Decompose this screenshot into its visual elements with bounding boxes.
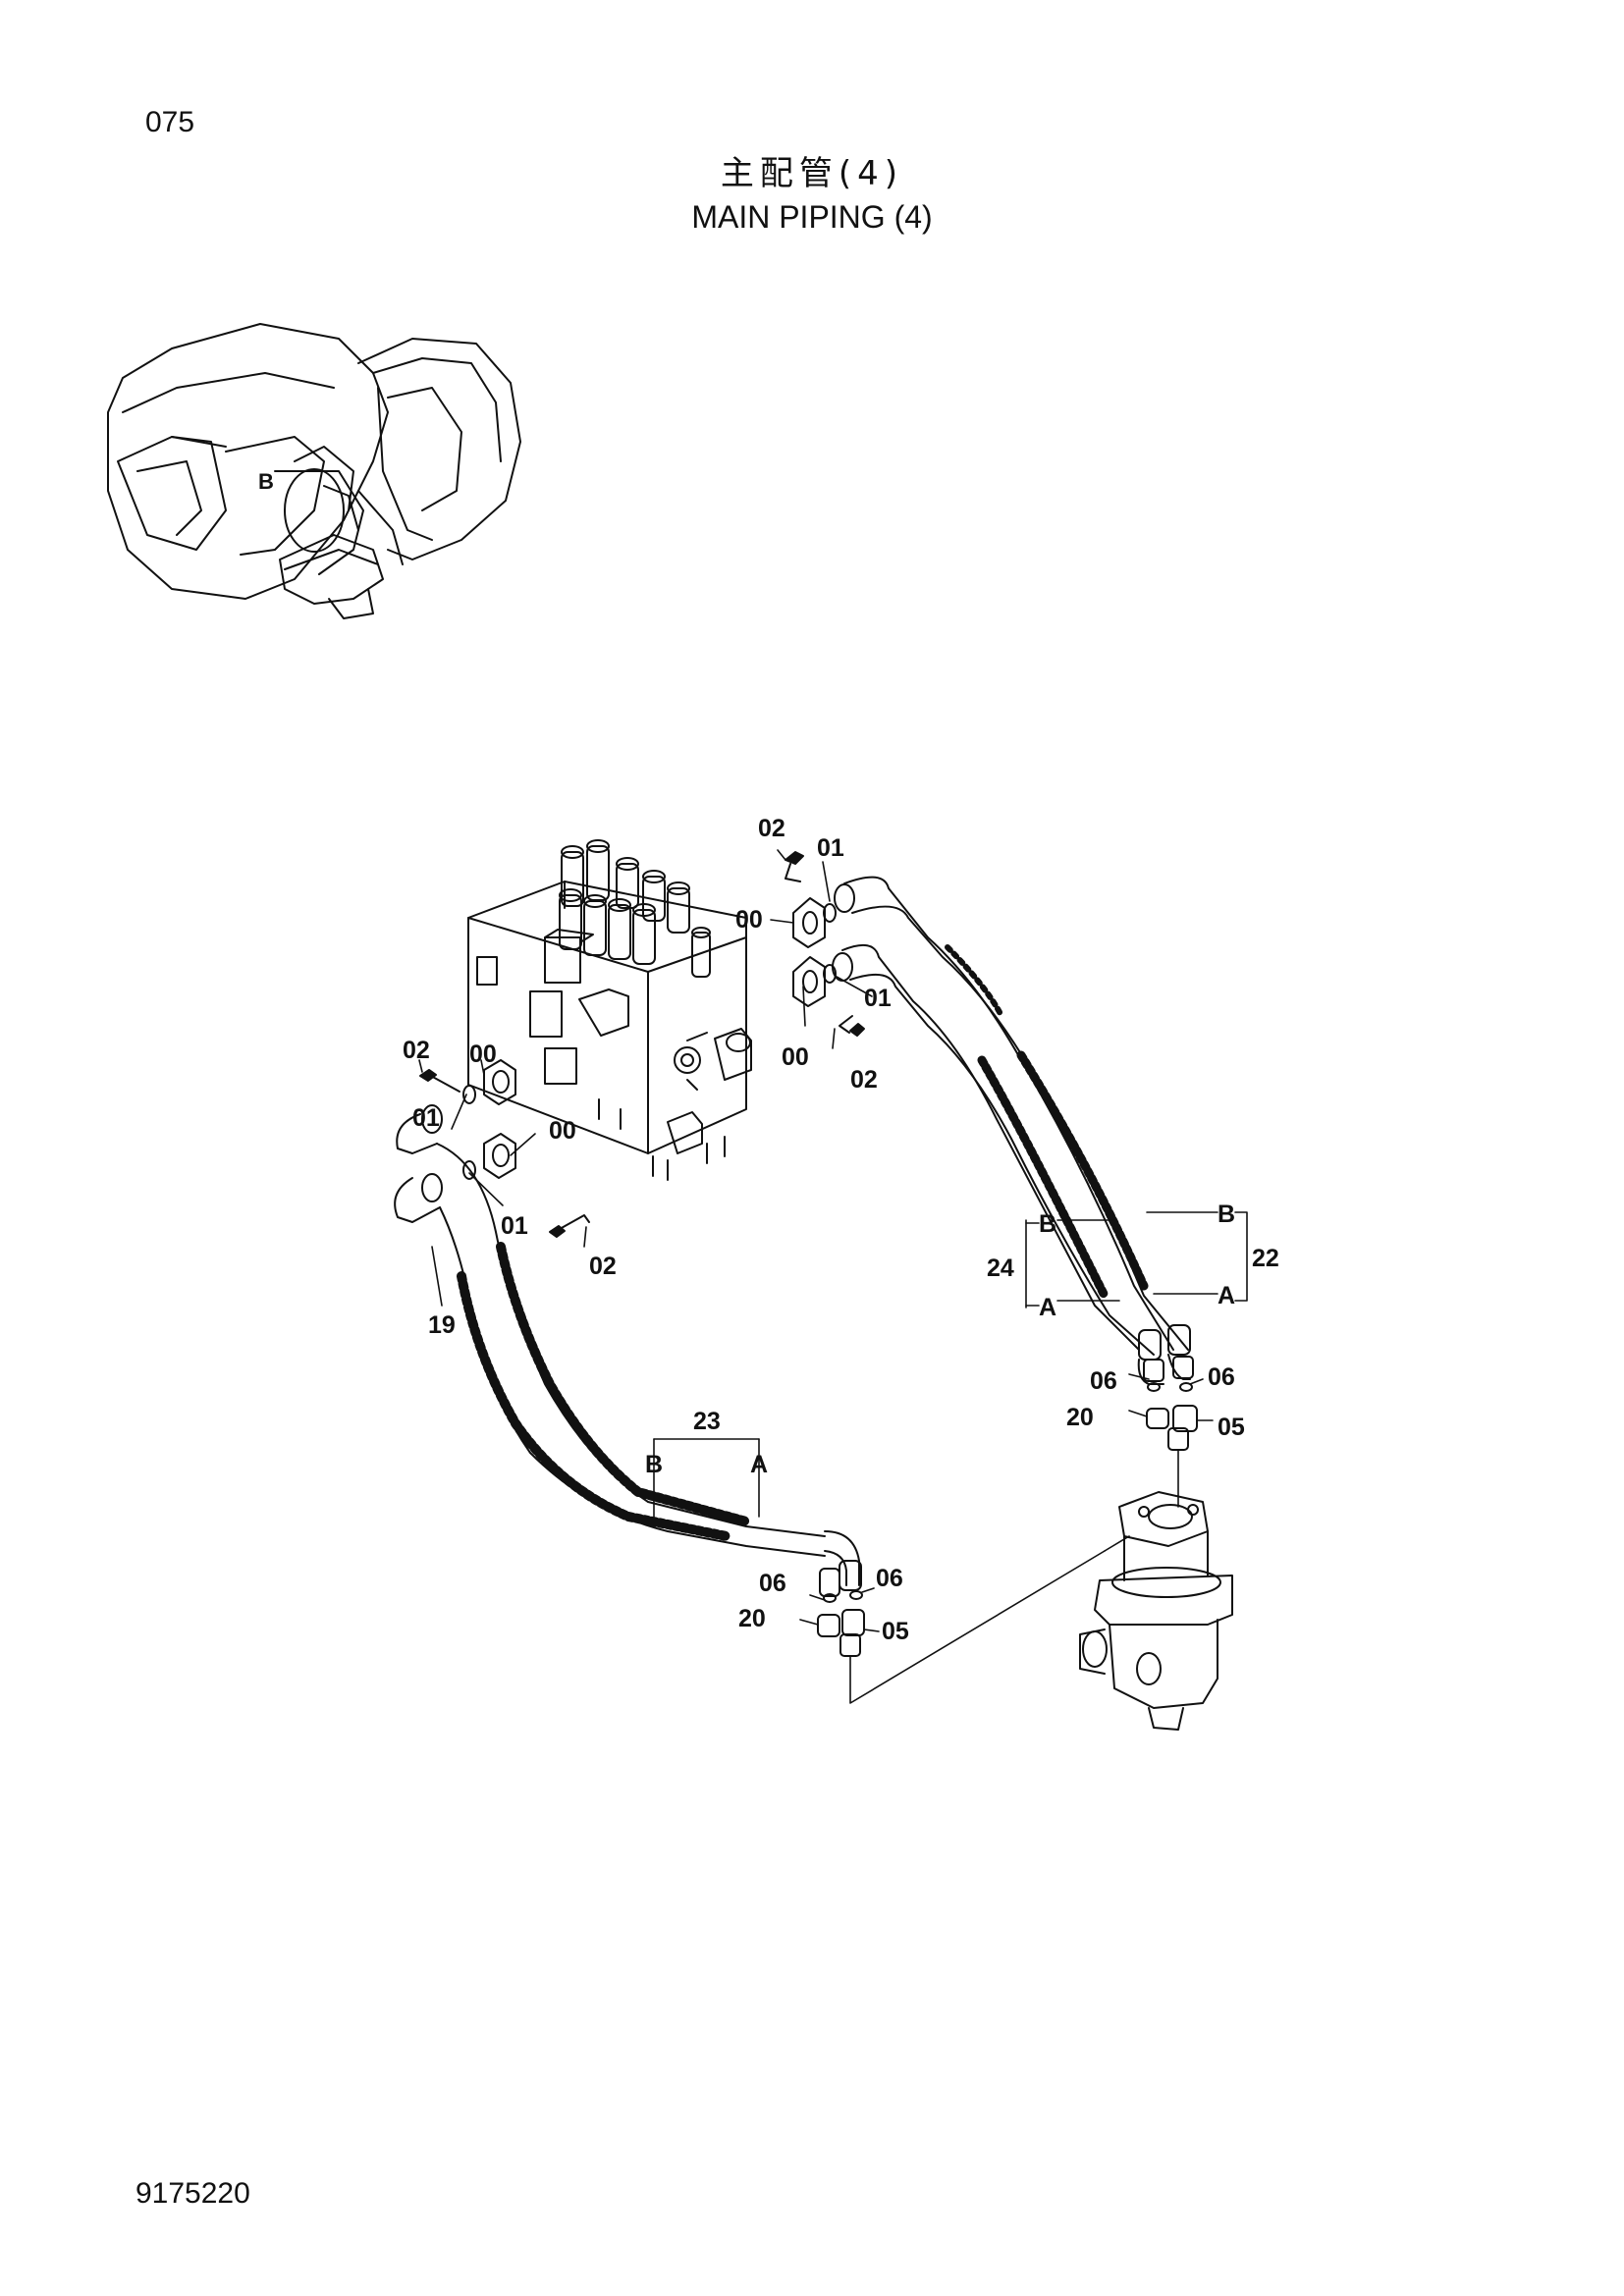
upper-right-flange-assembly [785, 851, 865, 1037]
left-flange-assembly [419, 1059, 590, 1238]
callout-23: 23 [693, 1408, 721, 1435]
callout-22-B: B [1218, 1201, 1235, 1228]
callout-05-right: 05 [1218, 1414, 1245, 1441]
callout-labels: 02 01 00 01 00 02 02 00 01 00 01 02 19 2… [403, 815, 1279, 1645]
group-brackets [653, 1211, 1248, 1518]
callout-06-bottom-1: 06 [759, 1570, 786, 1597]
document-id: 9175220 [135, 2177, 250, 2210]
page-number: 075 [145, 106, 195, 138]
callout-01-left: 01 [412, 1104, 440, 1132]
callout-24: 24 [987, 1255, 1014, 1282]
callout-05-bottom: 05 [882, 1618, 909, 1645]
excavator-thumbnail [107, 323, 521, 619]
control-valve [467, 839, 752, 1181]
callout-06-right-2: 06 [1208, 1363, 1235, 1391]
callout-02-mid: 02 [850, 1066, 878, 1094]
title-japanese: 主配管(4) [720, 154, 904, 193]
callout-00-left2: 00 [549, 1117, 576, 1145]
leader-lines [418, 849, 1214, 1704]
fittings-bottom [817, 1590, 865, 1657]
callout-00-left: 00 [469, 1041, 497, 1068]
callout-06-bottom-2: 06 [876, 1565, 903, 1592]
title-block: 主配管(4) MAIN PIPING (4) [0, 152, 1624, 239]
callout-01-mid: 01 [864, 985, 892, 1012]
thumbnail-label: B [258, 469, 274, 494]
valve-spool-caps [559, 839, 711, 978]
callout-06-right-1: 06 [1090, 1367, 1117, 1395]
callout-19: 19 [428, 1311, 456, 1339]
callout-22: 22 [1252, 1245, 1279, 1272]
callout-22-A: A [1218, 1282, 1235, 1309]
callout-24-B: B [1039, 1210, 1056, 1238]
hose-pair-right [841, 876, 1194, 1385]
callout-23-B: B [645, 1451, 663, 1478]
title-english: MAIN PIPING (4) [691, 199, 933, 235]
callout-02-left2: 02 [589, 1253, 617, 1280]
callout-02-left: 02 [403, 1037, 430, 1064]
fittings-right [1146, 1382, 1198, 1451]
callout-23-A: A [750, 1451, 768, 1478]
callout-24-A: A [1039, 1294, 1056, 1321]
callout-01-top: 01 [817, 834, 844, 862]
callout-20-right: 20 [1066, 1404, 1094, 1431]
callout-20-bottom: 20 [738, 1605, 766, 1632]
callout-00-mid: 00 [782, 1043, 809, 1071]
callout-01-left2: 01 [501, 1212, 528, 1240]
callout-02-top: 02 [758, 815, 785, 842]
callout-00-top: 00 [735, 906, 763, 934]
center-joint [1079, 1491, 1233, 1731]
hose-left [394, 1104, 862, 1597]
